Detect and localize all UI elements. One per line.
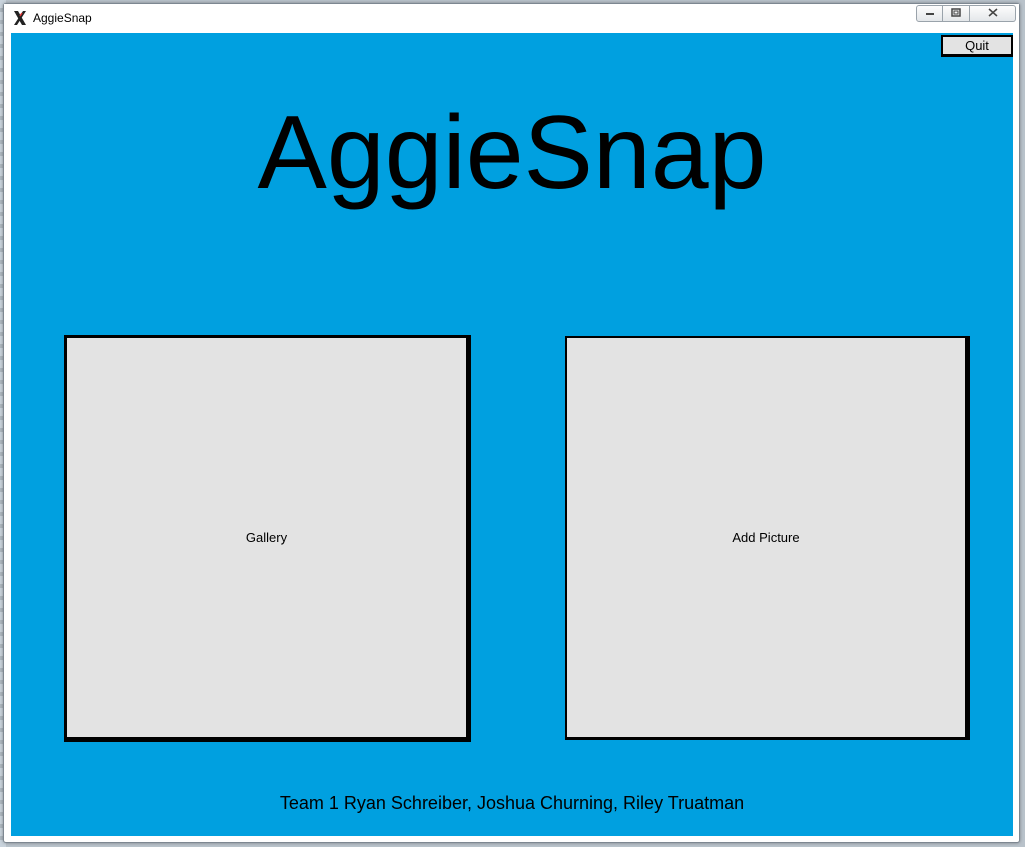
gallery-button-label: Gallery: [245, 530, 288, 545]
window-titlebar[interactable]: AggieSnap: [4, 4, 1019, 32]
minimize-button[interactable]: [916, 5, 943, 22]
quit-button[interactable]: Quit: [941, 35, 1013, 57]
add-picture-button-label: Add Picture: [732, 530, 800, 545]
page-title: AggieSnap: [257, 95, 767, 211]
add-picture-button[interactable]: Add Picture: [565, 336, 970, 740]
app-window: AggieSnap Quit AggieSnap Gallery: [3, 3, 1020, 843]
window-controls: [916, 5, 1016, 23]
maximize-icon: [951, 7, 961, 20]
window-title: AggieSnap: [33, 11, 92, 25]
maximize-button[interactable]: [943, 5, 970, 22]
team-credits: Team 1 Ryan Schreiber, Joshua Churning, …: [279, 793, 745, 813]
minimize-icon: [925, 8, 935, 19]
app-client-area: Quit AggieSnap Gallery Add Picture Team …: [11, 33, 1013, 836]
close-icon: [988, 7, 998, 20]
close-button[interactable]: [970, 5, 1016, 22]
x-app-icon: [12, 10, 28, 26]
gallery-button[interactable]: Gallery: [64, 335, 471, 742]
